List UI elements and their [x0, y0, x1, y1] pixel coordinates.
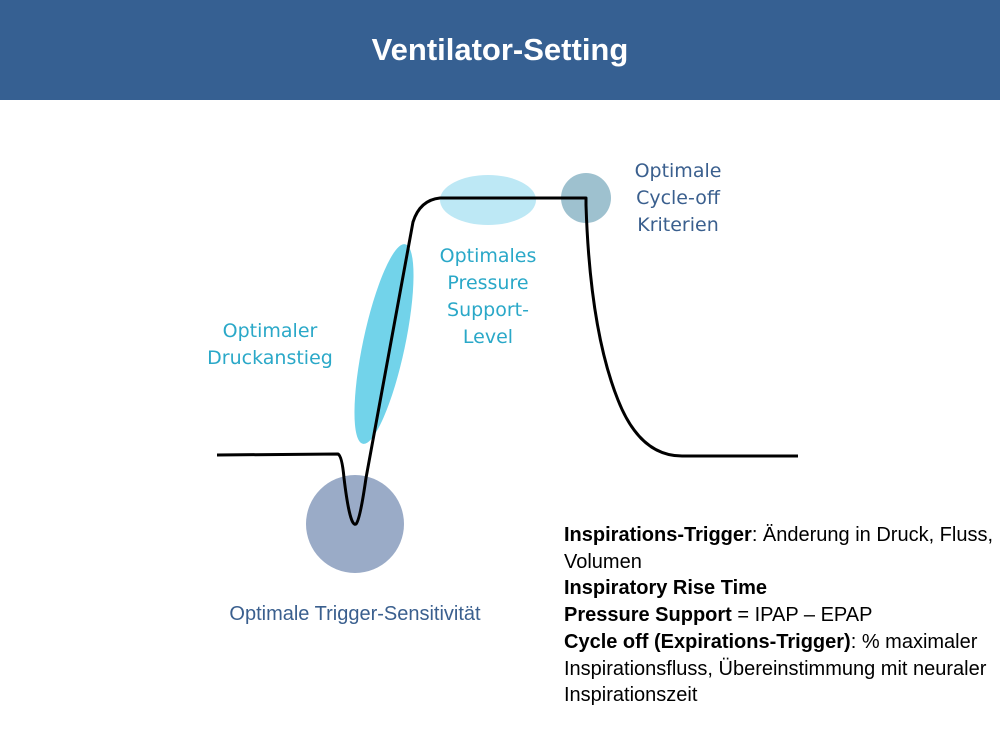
pressure-rise-highlight [354, 244, 414, 444]
description-item: Inspirations-Trigger: Änderung in Druck,… [564, 524, 994, 573]
title-bar: Ventilator-Setting [0, 0, 1000, 100]
settings-description: Inspirations-Trigger: Änderung in Druck,… [564, 522, 994, 709]
description-item: Inspiratory Rise Time [564, 577, 768, 600]
cycle-off-label: Optimale Cycle-off Kriterien [634, 160, 722, 236]
description-item: Pressure Support = IPAP – EPAP [564, 604, 873, 627]
pressure-rise-label: Optimaler Druckanstieg [207, 320, 333, 369]
pressure-support-level-label: Optimales Pressure Support- Level [439, 245, 537, 348]
description-item: Cycle off (Expirations-Trigger): % maxim… [564, 630, 987, 707]
slide-title: Ventilator-Setting [371, 32, 629, 67]
pressure-curve [216, 196, 798, 526]
pressure-support-level-highlight [440, 175, 536, 225]
trigger-sensitivity-label: Optimale Trigger-Sensitivität [229, 603, 481, 625]
